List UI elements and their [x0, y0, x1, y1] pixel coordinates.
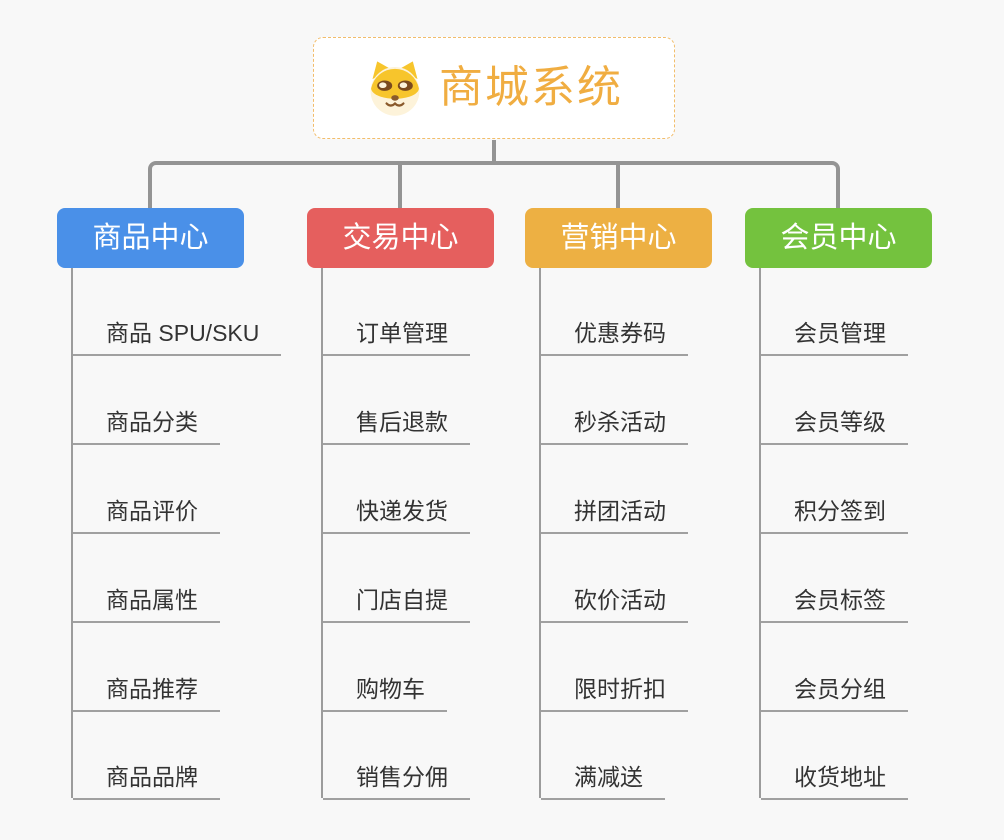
node-item[interactable]: 商品评价	[73, 496, 220, 534]
node-item[interactable]: 满减送	[541, 762, 665, 800]
connector-drop-trade	[398, 165, 402, 208]
node-item[interactable]: 会员等级	[761, 407, 908, 445]
branch-trade-center[interactable]: 交易中心	[307, 208, 494, 268]
node-item[interactable]: 快递发货	[323, 496, 470, 534]
branch-member-center[interactable]: 会员中心	[745, 208, 932, 268]
node-item[interactable]: 砍价活动	[541, 585, 688, 623]
branch-marketing-center[interactable]: 营销中心	[525, 208, 712, 268]
branch-product-center[interactable]: 商品中心	[57, 208, 244, 268]
node-item[interactable]: 订单管理	[323, 318, 470, 356]
connector-rail-left	[148, 161, 494, 208]
node-item[interactable]: 秒杀活动	[541, 407, 688, 445]
node-item[interactable]: 商品属性	[73, 585, 220, 623]
node-item[interactable]: 商品品牌	[73, 762, 220, 800]
root-node[interactable]: 商城系统	[313, 37, 675, 139]
shiba-dog-icon	[365, 60, 425, 117]
node-item[interactable]: 购物车	[323, 674, 447, 712]
root-title: 商城系统	[439, 63, 623, 112]
node-item[interactable]: 收货地址	[761, 762, 908, 800]
node-item[interactable]: 会员分组	[761, 674, 908, 712]
node-item[interactable]: 售后退款	[323, 407, 470, 445]
product-items-column: 商品 SPU/SKU 商品分类 商品评价 商品属性 商品推荐 商品品牌	[71, 268, 282, 800]
marketing-items-column: 优惠券码 秒杀活动 拼团活动 砍价活动 限时折扣 满减送	[539, 268, 688, 800]
node-item[interactable]: 会员标签	[761, 585, 908, 623]
connector-drop-marketing	[616, 165, 620, 208]
node-item[interactable]: 门店自提	[323, 585, 470, 623]
node-item[interactable]: 销售分佣	[323, 762, 470, 800]
node-item[interactable]: 商品分类	[73, 407, 220, 445]
node-item[interactable]: 优惠券码	[541, 318, 688, 356]
node-item[interactable]: 商品推荐	[73, 674, 220, 712]
node-item[interactable]: 商品 SPU/SKU	[73, 318, 282, 356]
connector-root-stub	[492, 140, 496, 163]
member-items-column: 会员管理 会员等级 积分签到 会员标签 会员分组 收货地址	[759, 268, 908, 800]
node-item[interactable]: 积分签到	[761, 496, 908, 534]
node-item[interactable]: 限时折扣	[541, 674, 688, 712]
trade-items-column: 订单管理 售后退款 快递发货 门店自提 购物车 销售分佣	[321, 268, 470, 800]
connector-rail-right	[494, 161, 840, 208]
node-item[interactable]: 会员管理	[761, 318, 908, 356]
node-item[interactable]: 拼团活动	[541, 496, 688, 534]
